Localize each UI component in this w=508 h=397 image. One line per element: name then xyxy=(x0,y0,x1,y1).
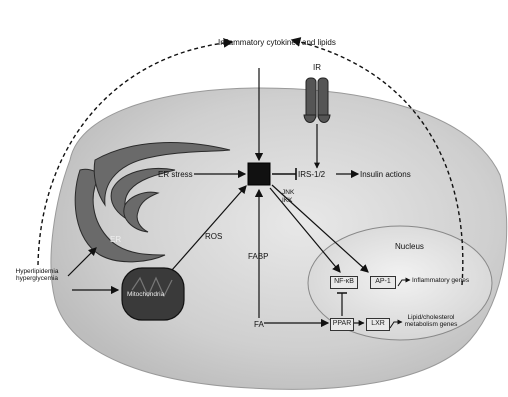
ppar-box: PPAR xyxy=(330,318,354,331)
label-mitochondria: Mitochondria xyxy=(127,291,164,298)
label-fabp: FABP xyxy=(248,252,268,261)
label-ikk: IKK xyxy=(282,197,292,204)
nfkb-box: NF-κB xyxy=(330,276,358,289)
label-jnk: JNK xyxy=(282,189,294,196)
label-fa: FA xyxy=(254,320,264,329)
label-lipid-genes: Lipid/cholesterol metabolism genes xyxy=(398,314,464,328)
lxr-box: LXR xyxy=(366,318,390,331)
kinase-node xyxy=(248,163,270,185)
label-nucleus: Nucleus xyxy=(395,242,424,251)
label-ros: ROS xyxy=(205,232,222,241)
label-ir: IR xyxy=(313,63,321,72)
label-inflammatory-genes: Inflammatory genes xyxy=(412,277,469,284)
label-er: ER xyxy=(110,235,121,244)
label-inflammatory: Inflammatory cytokines and lipids xyxy=(218,38,302,47)
label-insulin-actions: Insulin actions xyxy=(360,170,411,179)
label-er-stress: ER stress xyxy=(158,170,193,179)
label-hyperlipidemia: Hyperlipidemia hyperglycemia xyxy=(8,268,66,282)
label-irs: IRS-1/2 xyxy=(298,170,325,179)
ap1-box: AP-1 xyxy=(370,276,396,289)
